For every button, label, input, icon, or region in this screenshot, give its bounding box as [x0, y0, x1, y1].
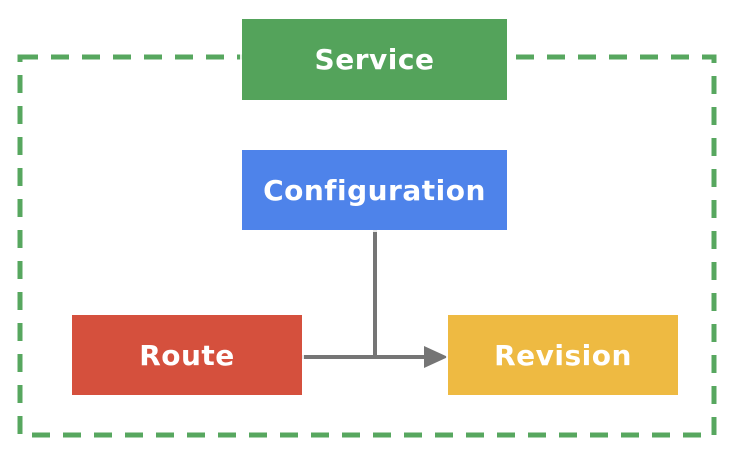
node-service-label: Service: [314, 43, 435, 76]
node-service: Service: [242, 19, 507, 100]
node-route-label: Route: [139, 338, 235, 372]
arrowhead-into-revision-icon: [424, 346, 448, 368]
node-route: Route: [72, 315, 302, 395]
node-revision-label: Revision: [494, 338, 632, 372]
node-configuration-label: Configuration: [263, 173, 486, 207]
node-configuration: Configuration: [242, 150, 507, 230]
node-revision: Revision: [448, 315, 678, 395]
